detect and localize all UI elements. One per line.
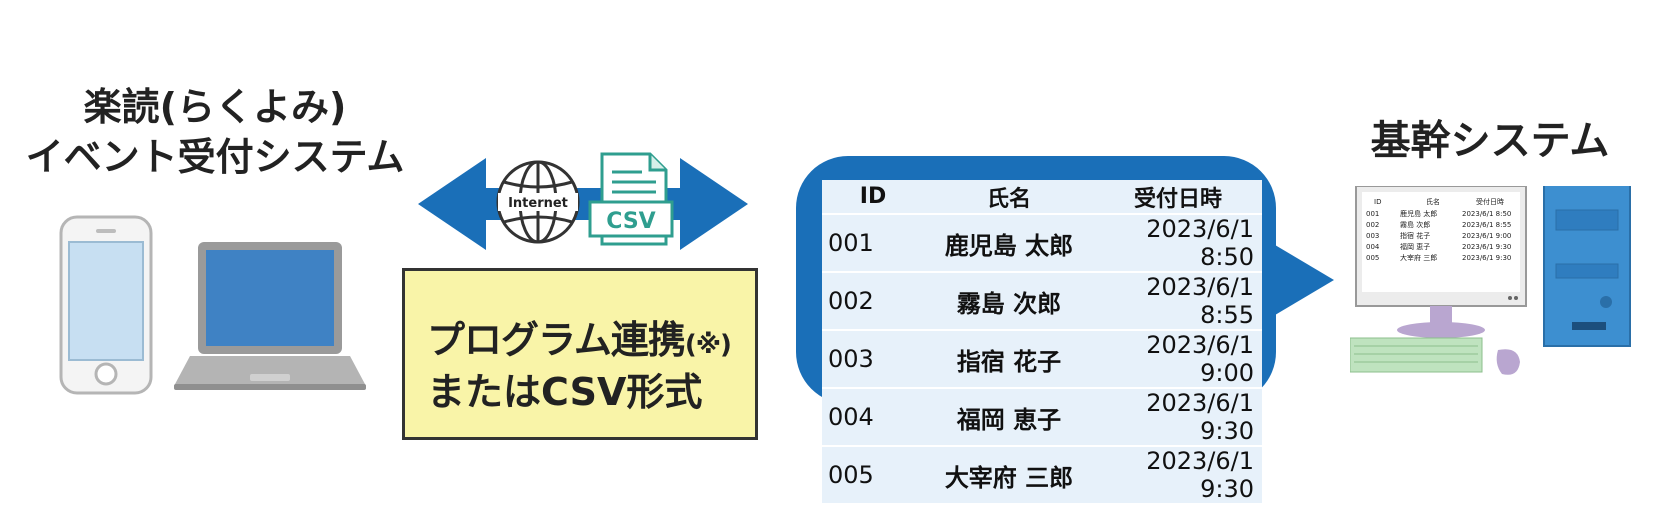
table-cell-id: 004: [822, 388, 924, 447]
note-line1-main: プログラム連携: [427, 318, 686, 362]
table-cell-id: 003: [822, 330, 924, 389]
table-cell-name: 福岡 恵子: [924, 388, 1094, 447]
reception-table: ID 氏名 受付日時 001 鹿児島 太郎 2023/6/1 8:50 002 …: [822, 180, 1262, 505]
table-row: 005 大宰府 三郎 2023/6/1 9:30: [822, 446, 1262, 505]
column-header: 氏名: [924, 180, 1094, 215]
globe-icon: Internet: [496, 160, 580, 244]
bubble-pointer: [1270, 242, 1334, 318]
table-cell-name: 指宿 花子: [924, 330, 1094, 389]
mini-row-datetime: 2023/6/1 9:30: [1462, 243, 1511, 251]
internet-label: Internet: [508, 196, 568, 211]
desktop-computer-icon: ID 氏名 受付日時 001 鹿児島 太郎 2023/6/1 8:50 002 …: [1350, 186, 1631, 375]
mini-row-name: 大宰府 三郎: [1400, 253, 1437, 262]
table-cell-datetime: 2023/6/1 8:55: [1094, 272, 1262, 331]
table-cell-datetime: 2023/6/1 9:30: [1094, 446, 1262, 505]
table-row: 003 指宿 花子 2023/6/1 9:00: [822, 330, 1262, 389]
mini-row-name: 霧島 次郎: [1400, 220, 1430, 229]
mini-row-name: 福岡 恵子: [1400, 242, 1430, 251]
column-header: 受付日時: [1094, 180, 1262, 215]
integration-note-box: プログラム連携(※) またはCSV形式: [402, 268, 758, 440]
left-system-title-line1: 楽読(らくよみ): [83, 85, 347, 129]
left-system-title: 楽読(らくよみ) イベント受付システム: [20, 82, 410, 182]
table-cell-id: 002: [822, 272, 924, 331]
table-cell-id: 005: [822, 446, 924, 505]
mini-row-id: 001: [1366, 210, 1379, 218]
table-row: 002 霧島 次郎 2023/6/1 8:55: [822, 272, 1262, 331]
table-cell-name: 鹿児島 太郎: [924, 214, 1094, 273]
laptop-icon: [174, 242, 366, 390]
table-cell-name: 大宰府 三郎: [924, 446, 1094, 505]
smartphone-icon: [59, 215, 153, 395]
mini-row-datetime: 2023/6/1 8:55: [1462, 221, 1511, 229]
table-cell-datetime: 2023/6/1 9:30: [1094, 388, 1262, 447]
table-row: 001 鹿児島 太郎 2023/6/1 8:50: [822, 214, 1262, 273]
left-system-title-line2: イベント受付システム: [25, 135, 405, 179]
csv-file-icon: CSV: [588, 152, 674, 246]
note-line1: プログラム連携(※): [427, 309, 732, 364]
mini-row-datetime: 2023/6/1 8:50: [1462, 210, 1511, 218]
right-system-title: 基幹システム: [1370, 118, 1610, 164]
mini-row-id: 005: [1366, 254, 1379, 262]
table-header-row: ID 氏名 受付日時: [822, 180, 1262, 215]
mini-row-name: 指宿 花子: [1400, 231, 1430, 240]
mini-row-id: 002: [1366, 221, 1379, 229]
mini-header-name: 氏名: [1426, 197, 1440, 206]
mini-row-name: 鹿児島 太郎: [1400, 209, 1437, 218]
mini-row-id: 003: [1366, 232, 1379, 240]
table-cell-id: 001: [822, 214, 924, 273]
note-line1-suffix: (※): [684, 330, 732, 360]
table-row: 004 福岡 恵子 2023/6/1 9:30: [822, 388, 1262, 447]
mini-row-datetime: 2023/6/1 9:00: [1462, 232, 1511, 240]
csv-label: CSV: [606, 209, 655, 234]
column-header: ID: [822, 180, 924, 215]
transfer-double-arrow: [418, 158, 748, 250]
mini-header-datetime: 受付日時: [1476, 197, 1504, 206]
table-cell-datetime: 2023/6/1 8:50: [1094, 214, 1262, 273]
mini-header-id: ID: [1374, 198, 1381, 206]
mini-row-id: 004: [1366, 243, 1380, 251]
table-cell-name: 霧島 次郎: [924, 272, 1094, 331]
note-line2: またはCSV形式: [427, 370, 703, 414]
table-cell-datetime: 2023/6/1 9:00: [1094, 330, 1262, 389]
mini-row-datetime: 2023/6/1 9:30: [1462, 254, 1511, 262]
